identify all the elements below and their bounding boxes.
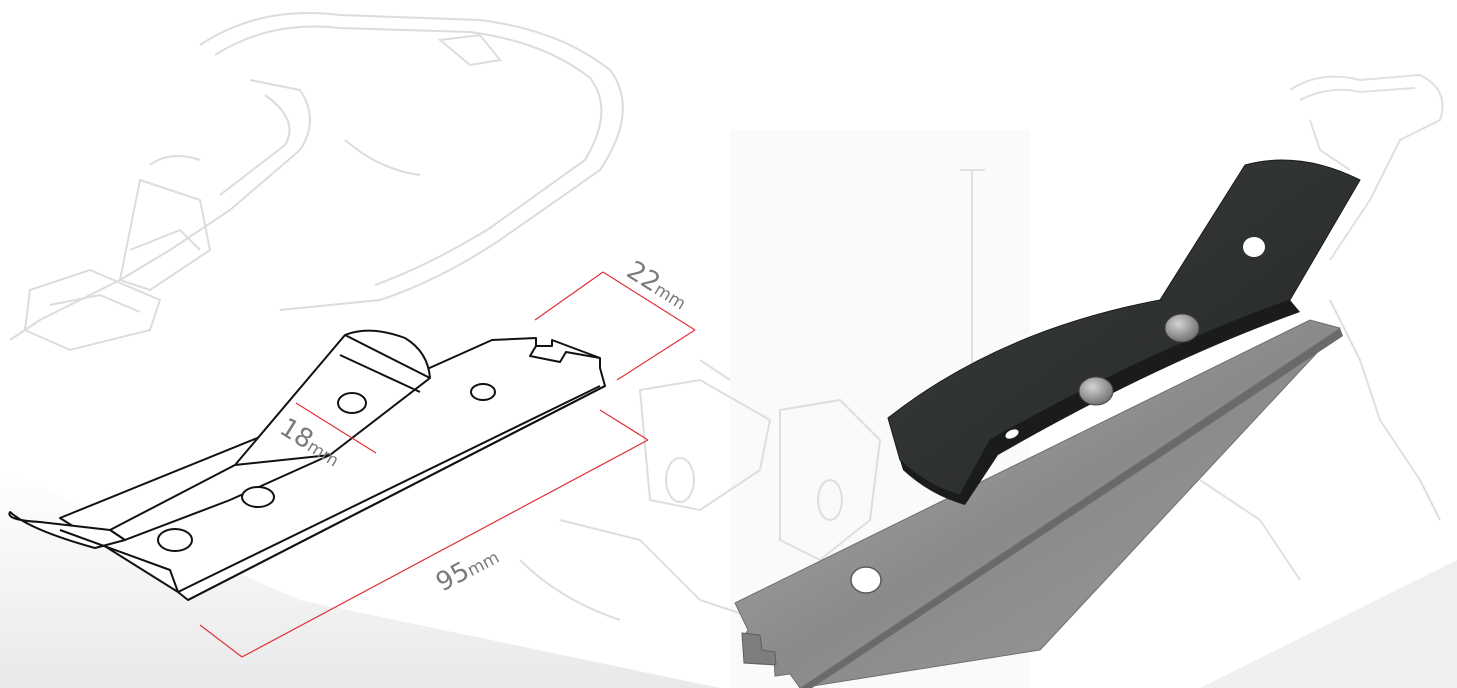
tongue-hole-middle (241, 486, 275, 508)
tongue-hole-lower (157, 528, 193, 552)
dim-22-ext-2 (616, 329, 696, 381)
ghost-drawing-left (9, 12, 624, 352)
curled-tip-underside (59, 529, 179, 593)
dim-18-main (295, 402, 377, 454)
ghost-drawing-right (960, 73, 1444, 581)
spring-tongue-edge (234, 334, 431, 466)
curled-tip (8, 511, 126, 549)
steel-strip-edge (800, 328, 1343, 688)
dimension-lines (199, 271, 696, 658)
dim-95-main (241, 439, 649, 658)
rivet-lower (1078, 376, 1114, 406)
end-tab (529, 345, 601, 363)
tongue-hole-upper (337, 392, 367, 414)
dim-95-ext-1 (199, 624, 243, 658)
clip-line-drawing (8, 329, 606, 601)
rubber-pad-slot (1005, 429, 1019, 439)
dim-22-ext-1 (534, 271, 604, 321)
dimension-labels: 22mm 18mm 95mm (274, 255, 689, 599)
dim-22-main (602, 271, 696, 331)
part-photo (734, 159, 1361, 688)
rivet-upper (1164, 313, 1200, 343)
rubber-pad-lower-edge (900, 300, 1300, 505)
ghost-drawing-center (519, 359, 882, 621)
rubber-pad-hole (1243, 237, 1265, 257)
floor-shade-right (1200, 560, 1457, 688)
steel-strip-hole (850, 566, 882, 594)
floor-shade (0, 470, 720, 688)
steel-strip-notch (741, 632, 777, 666)
dim-95-ext-2 (599, 409, 649, 441)
dim-label-95: 95mm (431, 541, 504, 599)
base-strip-edge (177, 385, 606, 601)
strip-hole (470, 383, 496, 401)
